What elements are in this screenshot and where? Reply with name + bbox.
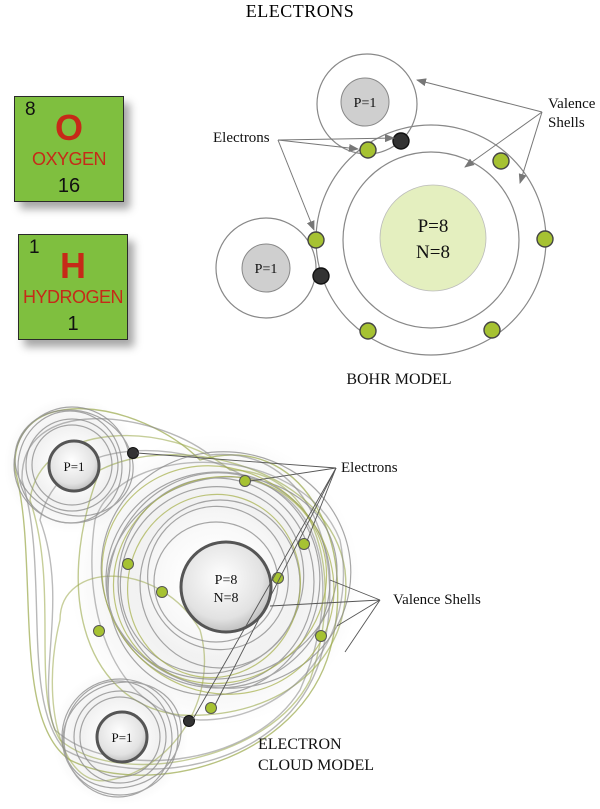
bohr-electrons-arrow — [277, 134, 395, 143]
cloud-shell-ring — [101, 465, 335, 695]
bohr-electrons-arrow — [277, 139, 315, 231]
bohr-electron — [359, 322, 377, 340]
bohr-caption: BOHR MODEL — [346, 371, 451, 388]
cloud-valence-pointer — [336, 599, 381, 627]
cloud-h-bottom-ring — [63, 680, 173, 798]
bohr-o-label-1: P=8 — [418, 216, 449, 237]
bohr-h-top-label: P=1 — [354, 96, 377, 111]
cloud-shell-ring — [147, 505, 289, 651]
bohr-electron — [307, 231, 325, 249]
cloud-h-top-ring — [14, 409, 134, 517]
cloud-electrons-label: Electrons — [341, 460, 398, 476]
cloud-h-top-ring — [31, 424, 113, 506]
oxygen-mass: 16 — [57, 175, 81, 197]
cloud-electrons-pointer — [249, 467, 337, 482]
cloud-valence-pointer — [269, 599, 381, 607]
oxygen-element-tile: 8 O OXYGEN 16 — [14, 96, 124, 202]
cloud-electrons-pointer — [306, 467, 337, 542]
bohr-o-label-2: N=8 — [416, 242, 450, 263]
cloud-h-bottom-ring — [73, 690, 167, 784]
oxygen-atomic-number: 8 — [25, 99, 36, 120]
cloud-valence-pointer — [329, 579, 381, 601]
cloud-orbit — [14, 408, 339, 776]
cloud-shell-ring — [117, 477, 315, 687]
bohr-electron — [483, 321, 501, 339]
cloud-valence-pointer — [344, 599, 381, 653]
cloud-h-top-ring — [17, 410, 123, 524]
bohr-o-nucleus — [379, 184, 487, 292]
hydrogen-symbol: H — [60, 245, 86, 286]
cloud-orbit — [39, 449, 324, 762]
cloud-electrons-pointer — [136, 452, 337, 469]
cloud-orbit — [29, 435, 326, 766]
cloud-electron — [122, 558, 134, 570]
cloud-caption-1: ELECTRON — [258, 736, 342, 753]
cloud-h-top-nucleus — [47, 439, 101, 493]
cloud-h-bottom-ring — [79, 696, 161, 778]
bohr-valence-arrow — [416, 78, 543, 113]
cloud-h-bottom-label: P=1 — [111, 730, 132, 745]
cloud-shell-ring — [100, 451, 352, 689]
cloud-electron — [315, 630, 327, 642]
hydrogen-atomic-number: 1 — [29, 237, 40, 258]
bohr-h-top-nucleus — [340, 77, 390, 127]
cloud-o-label-1: P=8 — [215, 573, 238, 588]
bohr-model: P=1 P=1 P=8 N=8 Electrons Valence Shells… — [213, 53, 596, 388]
cloud-shell-ring — [106, 476, 338, 680]
cloud-electrons-pointer — [214, 467, 337, 706]
bohr-h-left-nucleus — [241, 243, 291, 293]
cloud-electron — [239, 475, 251, 487]
bohr-electrons-arrow — [277, 139, 359, 152]
cloud-electron-dark — [127, 447, 139, 459]
cloud-h-bottom-ring — [61, 678, 179, 796]
bohr-electron — [536, 230, 554, 248]
cloud-o-nucleus — [179, 540, 273, 634]
bohr-electron-dark — [392, 132, 410, 150]
hydrogen-name: HYDROGEN — [22, 287, 124, 307]
bohr-valence-arrow — [518, 111, 543, 184]
bohr-h-left-label: P=1 — [255, 262, 278, 277]
hydrogen-element-tile: 1 H HYDROGEN 1 — [18, 234, 128, 340]
cloud-h-top-ring — [25, 418, 119, 512]
hydrogen-mass: 1 — [67, 313, 79, 335]
bohr-electron-dark — [312, 267, 330, 285]
oxygen-symbol: O — [54, 107, 83, 148]
bohr-valence-label-1: Valence — [548, 96, 596, 112]
cloud-o-label-2: N=8 — [213, 591, 238, 606]
cloud-electron — [156, 586, 168, 598]
oxygen-name: OXYGEN — [31, 149, 107, 169]
bohr-valence-arrow — [464, 111, 543, 168]
cloud-caption-2: CLOUD MODEL — [258, 757, 374, 774]
cloud-orbit — [91, 461, 345, 721]
cloud-orbit — [21, 418, 331, 770]
bohr-electrons-label: Electrons — [213, 130, 270, 146]
cloud-electron — [93, 625, 105, 637]
cloud-electron — [298, 538, 310, 550]
cloud-electrons-pointer — [192, 467, 337, 720]
cloud-h-bottom-nucleus — [95, 710, 149, 764]
cloud-shell-ring — [112, 475, 328, 685]
cloud-h-bottom-ring — [62, 681, 182, 789]
cloud-orbit — [51, 575, 206, 782]
bohr-valence-label-2: Shells — [548, 115, 585, 131]
bohr-electron — [359, 141, 377, 159]
cloud-valence-label: Valence Shells — [393, 592, 481, 608]
cloud-electron-dark — [183, 715, 195, 727]
page-title: ELECTRONS — [245, 1, 355, 21]
cloud-h-top-label: P=1 — [63, 459, 84, 474]
bohr-electron — [492, 152, 510, 170]
cloud-model: P=1 P=1 P=8 N=8 Electrons Valence Shells… — [4, 397, 481, 805]
cloud-electron — [205, 702, 217, 714]
